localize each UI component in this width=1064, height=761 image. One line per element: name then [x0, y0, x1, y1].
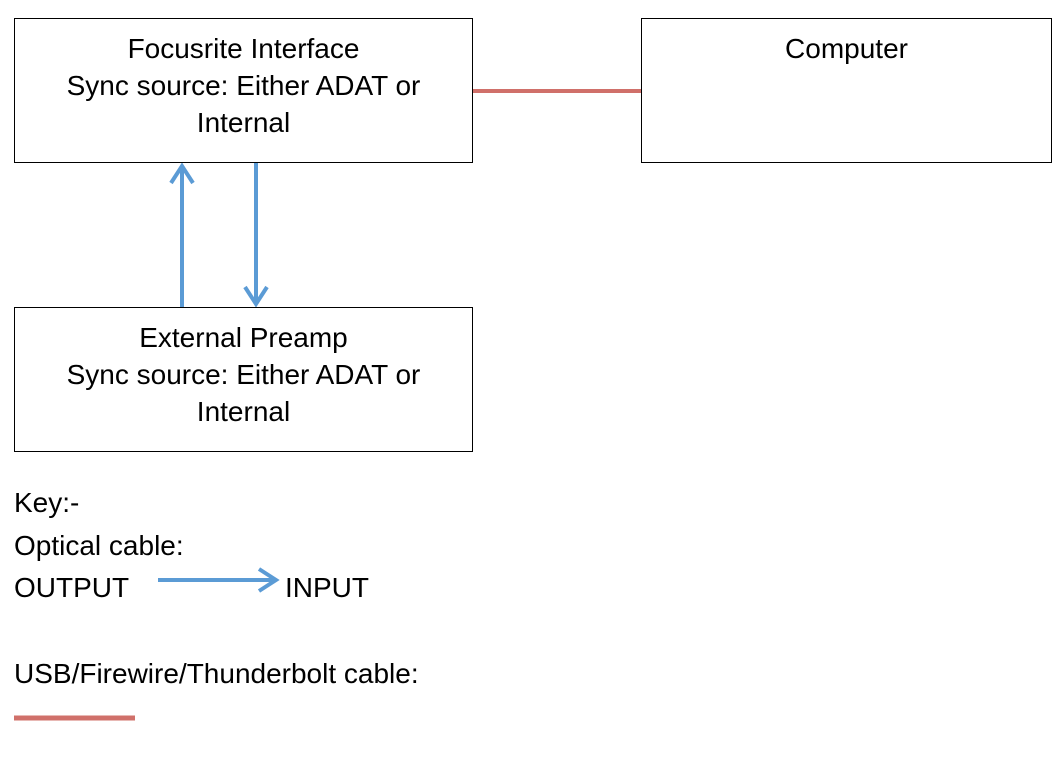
interface-title: Focusrite Interface	[127, 33, 360, 64]
preamp-sync-line: Sync source: Either ADAT or	[66, 359, 421, 390]
key-usb-label: USB/Firewire/Thunderbolt cable:	[14, 658, 419, 689]
computer-box: Computer	[641, 18, 1052, 163]
focusrite-interface-box: Focusrite Interface Sync source: Either …	[14, 18, 473, 163]
key-output-label: OUTPUT	[14, 572, 130, 603]
preamp-sync-line-2: Internal	[196, 396, 291, 427]
key-title: Key:-	[14, 487, 80, 518]
optical-arrow-down	[243, 163, 269, 308]
optical-arrow-up	[169, 162, 195, 307]
external-preamp-box: External Preamp Sync source: Either ADAT…	[14, 307, 473, 452]
preamp-title: External Preamp	[139, 322, 348, 353]
interface-sync-line-2: Internal	[196, 107, 291, 138]
interface-sync-line: Sync source: Either ADAT or	[66, 70, 421, 101]
key-optical-arrow	[158, 567, 280, 593]
computer-title: Computer	[785, 33, 908, 64]
key-input-label: INPUT	[285, 572, 369, 603]
key-optical-label: Optical cable:	[14, 530, 184, 561]
